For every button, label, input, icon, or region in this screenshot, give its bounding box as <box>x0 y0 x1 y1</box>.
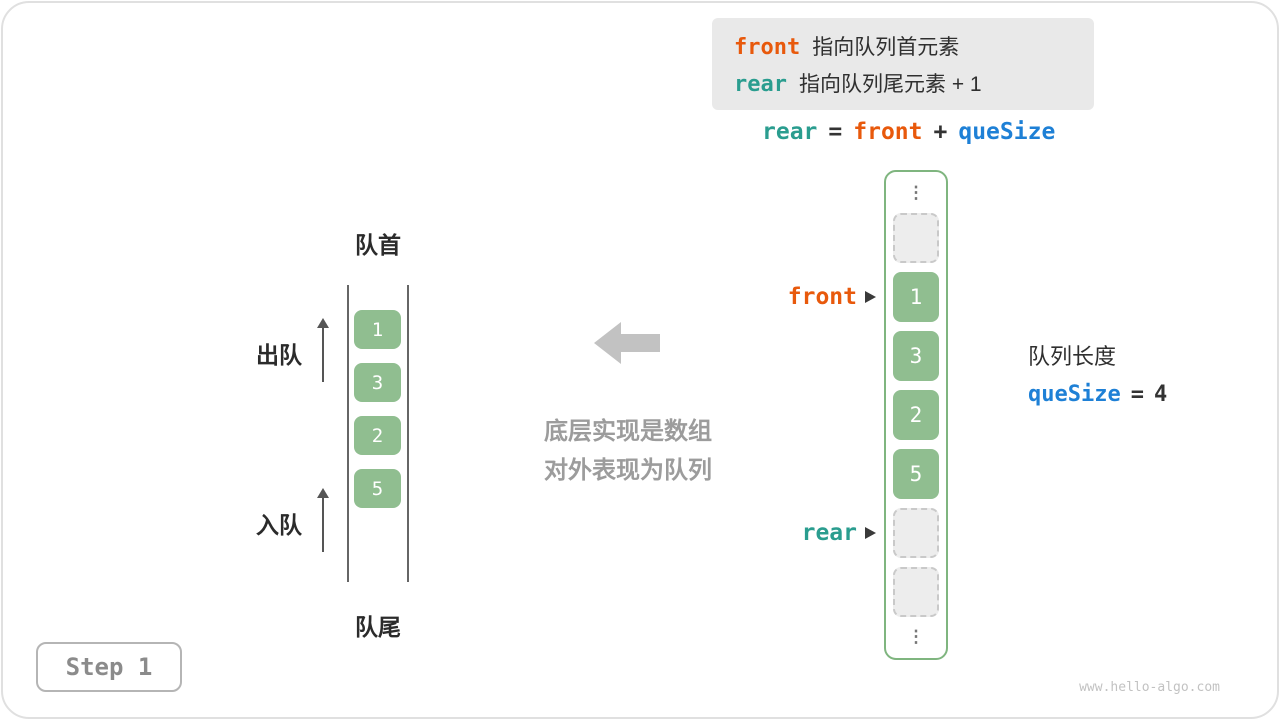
queue-length-label: 队列长度 <box>1028 344 1117 369</box>
arrow-shaft <box>322 496 324 552</box>
legend-rear-row: rear 指向队列尾元素 + 1 <box>734 68 1072 98</box>
pointer-formula: rear = front + queSize <box>762 119 1055 145</box>
legend-box: front 指向队列首元素 rear 指向队列尾元素 + 1 <box>712 18 1094 110</box>
array-cell-value: 5 <box>893 449 939 499</box>
left-block-arrow-icon <box>594 320 660 371</box>
legend-rear-keyword: rear <box>734 71 787 97</box>
caption-line-2: 对外表现为队列 <box>544 457 712 484</box>
watermark: www.hello-algo.com <box>1079 680 1220 695</box>
step-label: Step 1 <box>65 653 153 681</box>
queue-cell: 3 <box>354 363 401 402</box>
dequeue-label: 出队 <box>256 342 302 368</box>
array-cell-empty <box>893 508 939 558</box>
implementation-caption: 底层实现是数组 对外表现为队列 <box>498 412 758 490</box>
front-pointer-label: front <box>787 284 857 310</box>
formula-quesize: queSize <box>958 119 1056 145</box>
queue-cell: 2 <box>354 416 401 455</box>
queue-right-wall <box>407 285 409 582</box>
quesize-equation: queSize = 4 <box>1028 376 1167 414</box>
arrow-head <box>317 488 329 498</box>
dequeue-up-arrow-icon <box>317 318 329 382</box>
rear-pointer: rear <box>716 518 876 548</box>
arrow-shaft <box>322 326 324 382</box>
legend-front-text: 指向队列首元素 <box>812 35 960 59</box>
formula-front: front <box>853 119 923 145</box>
arrow-head <box>317 318 329 328</box>
ellipsis-bottom: ⋮ <box>907 627 925 646</box>
formula-equals: = <box>828 119 843 145</box>
queue-cell: 5 <box>354 469 401 508</box>
array-cell-value: 3 <box>893 331 939 381</box>
caption-line-1: 底层实现是数组 <box>544 418 712 445</box>
front-pointer: front <box>716 282 876 312</box>
legend-front-keyword: front <box>734 34 801 60</box>
pointer-arrow-icon <box>865 527 876 539</box>
enqueue-up-arrow-icon <box>317 488 329 552</box>
array-cell-empty <box>893 213 939 263</box>
quesize-keyword: queSize <box>1028 382 1121 407</box>
quesize-equals: = <box>1130 382 1144 407</box>
formula-plus: + <box>933 119 948 145</box>
formula-rear: rear <box>762 119 818 145</box>
legend-rear-text: 指向队列尾元素 + 1 <box>798 72 982 96</box>
array-column: ⋮ 1 3 2 5 ⋮ <box>884 170 948 660</box>
array-cell-empty <box>893 567 939 617</box>
queue-cell: 1 <box>354 310 401 349</box>
legend-front-row: front 指向队列首元素 <box>734 31 1072 61</box>
step-badge: Step 1 <box>36 642 182 692</box>
enqueue-label: 入队 <box>256 512 302 538</box>
array-cell-value: 1 <box>893 272 939 322</box>
rear-pointer-label: rear <box>801 520 857 546</box>
pointer-arrow-icon <box>865 291 876 303</box>
quesize-value: 4 <box>1153 382 1168 407</box>
queue-rear-label: 队尾 <box>355 614 401 640</box>
queue-length-info: 队列长度 queSize = 4 <box>1028 338 1167 414</box>
queue-left-wall <box>347 285 349 582</box>
ellipsis-top: ⋮ <box>907 183 925 202</box>
array-cell-value: 2 <box>893 390 939 440</box>
queue-front-label: 队首 <box>355 232 401 258</box>
